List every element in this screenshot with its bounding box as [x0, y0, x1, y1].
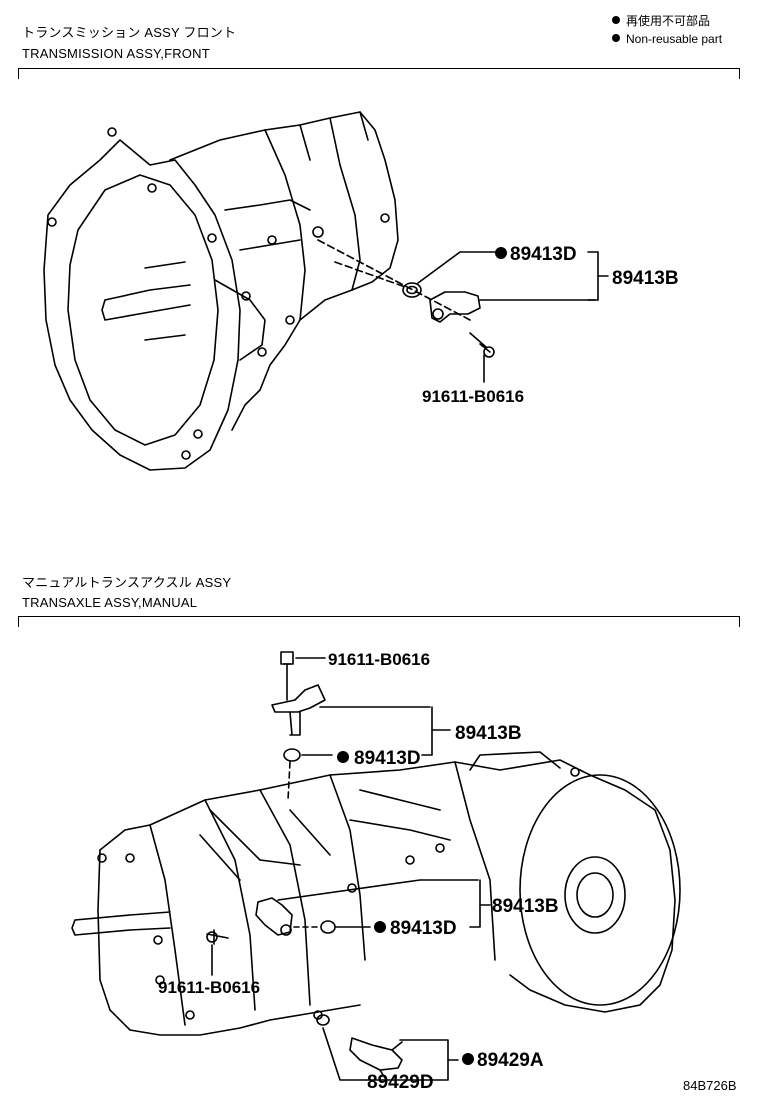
label-manual-bolt-mid: 91611-B0616: [158, 978, 260, 997]
label-front-bolt: 91611-B0616: [422, 387, 524, 406]
non-reusable-dot-icon: [612, 16, 620, 24]
label-manual-seal-mid: 89413D: [390, 918, 457, 939]
non-reusable-markers: [337, 247, 507, 1065]
non-reusable-dot-icon: [462, 1053, 474, 1065]
non-reusable-dot-icon: [495, 247, 507, 259]
illustration-code: 84B726B: [683, 1078, 737, 1093]
label-manual-sensor-mid: 89413B: [492, 896, 559, 917]
non-reusable-dot-icon: [337, 751, 349, 763]
label-manual-bolt-top: 91611-B0616: [328, 650, 430, 669]
transaxle-manual-drawing: [71, 651, 681, 1081]
section-front-bracket: [18, 68, 740, 79]
legend-en: Non-reusable part: [626, 32, 723, 46]
legend-non-reusable-en: Non-reusable part: [612, 32, 722, 46]
section-manual-bracket: [18, 616, 740, 627]
non-reusable-dot-icon: [612, 34, 620, 42]
label-manual-switch: 89429A: [477, 1050, 544, 1071]
section-manual-title-jp: マニュアルトランスアクスル ASSY: [22, 575, 232, 590]
label-manual-gasket: 89429D: [367, 1072, 434, 1093]
label-manual-sensor-top: 89413B: [455, 723, 522, 744]
label-front-sensor: 89413B: [612, 268, 679, 289]
legend-non-reusable: 再使用不可部品: [612, 12, 710, 29]
legend-jp: 再使用不可部品: [626, 14, 711, 28]
label-front-seal: 89413D: [510, 244, 577, 265]
non-reusable-dot-icon: [374, 921, 386, 933]
transmission-front-drawing: [43, 111, 609, 471]
section-front-title-jp: トランスミッション ASSY フロント: [22, 25, 237, 40]
section-front-title-en: TRANSMISSION ASSY,FRONT: [22, 46, 210, 61]
label-manual-seal-top: 89413D: [354, 748, 421, 769]
section-manual-title-en: TRANSAXLE ASSY,MANUAL: [22, 595, 198, 610]
